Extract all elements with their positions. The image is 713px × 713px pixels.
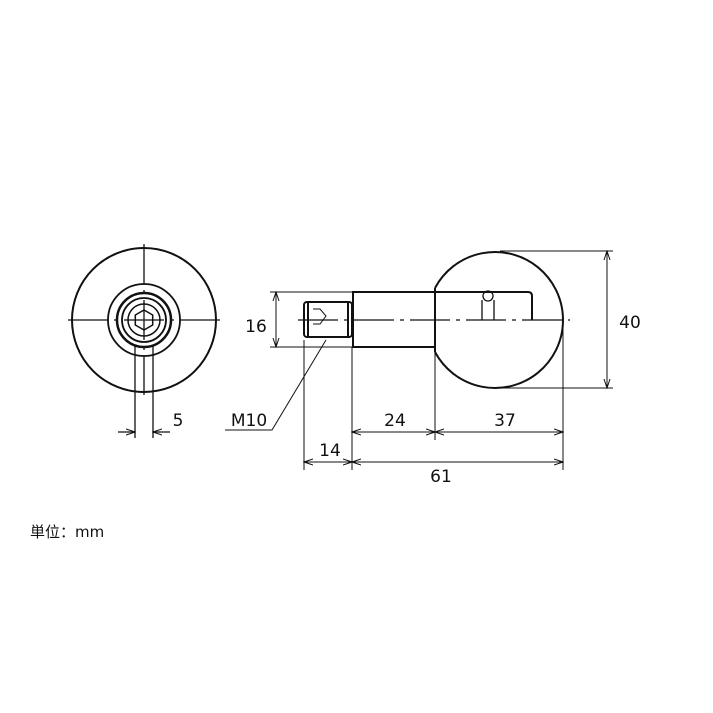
dim-shaft-diameter: 16 (245, 317, 267, 337)
dim-thread-length: 14 (319, 441, 341, 461)
dim-total-length: 61 (430, 467, 452, 487)
front-view (68, 244, 220, 438)
dim-ball-diameter: 40 (619, 313, 641, 333)
dim-hex-width: 5 (173, 411, 184, 431)
dim-thread: M10 (231, 411, 267, 431)
unit-label: 単位：mm (30, 523, 105, 541)
dim-shaft-length: 24 (384, 411, 406, 431)
side-view (225, 251, 613, 470)
dim-ball-length: 37 (494, 411, 516, 431)
